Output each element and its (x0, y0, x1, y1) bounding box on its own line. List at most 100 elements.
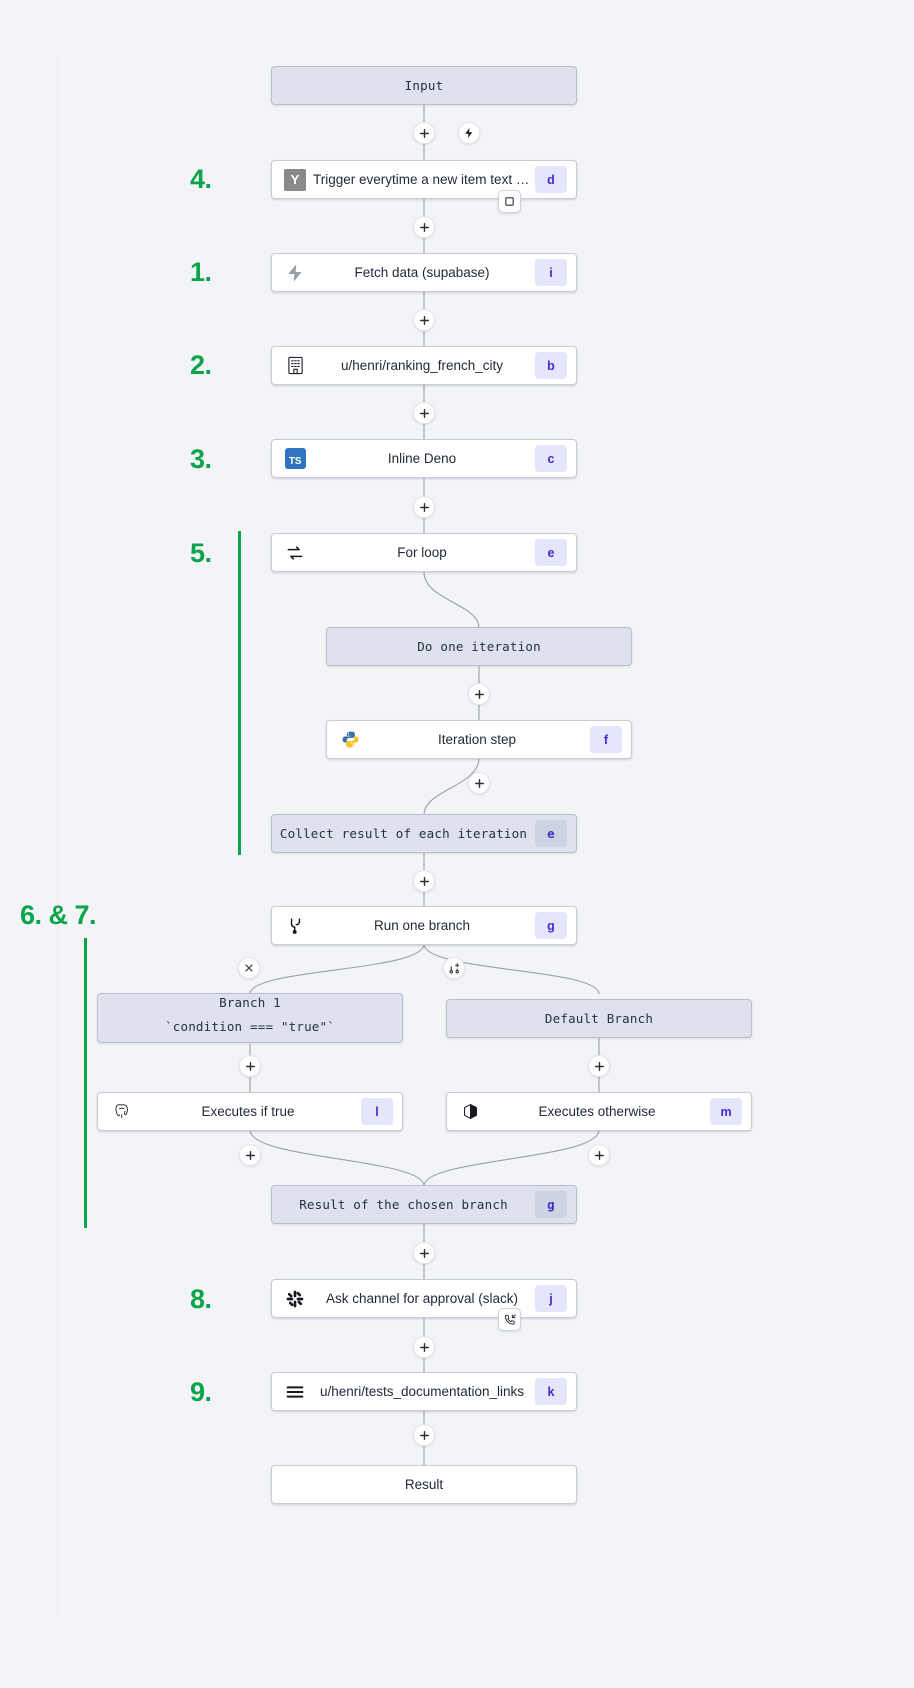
add-step-handle-input[interactable] (413, 122, 435, 144)
step-marker-6-7: 6. & 7. (20, 900, 97, 930)
node-result-label: Result (404, 1477, 444, 1492)
node-inline-deno-badge[interactable]: c (535, 445, 567, 472)
node-input[interactable]: Input (271, 66, 577, 105)
plus-icon (419, 128, 429, 138)
add-step-handle-defaultbranch[interactable] (588, 1055, 610, 1077)
node-inline-deno[interactable]: TS Inline Deno c (271, 439, 577, 478)
node-collect-result-badge[interactable]: e (535, 820, 567, 847)
node-fetch-data-label: Fetch data (supabase) (354, 265, 490, 280)
node-ask-approval-label: Ask channel for approval (slack) (325, 1291, 519, 1306)
step-marker-5: 5. (190, 538, 212, 568)
add-step-handle-iteration[interactable] (468, 683, 490, 705)
node-tests-documentation-links-badge[interactable]: k (535, 1378, 567, 1405)
node-run-one-branch[interactable]: Run one branch g (271, 906, 577, 945)
add-step-handle-trigger[interactable] (413, 216, 435, 238)
node-default-branch[interactable]: Default Branch (446, 999, 752, 1038)
plus-icon (474, 778, 484, 788)
trigger-bolt-handle[interactable] (458, 122, 480, 144)
add-branch-handle[interactable] (443, 957, 465, 979)
node-collect-result[interactable]: Collect result of each iteration e (271, 814, 577, 853)
plus-icon (419, 1248, 429, 1258)
add-step-handle-iterstep[interactable] (468, 772, 490, 794)
canvas-left-edge (57, 56, 58, 1616)
node-branch-1-title: Branch 1 (219, 995, 281, 1010)
node-collect-result-label: Collect result of each iteration (279, 826, 528, 841)
add-step-handle-docs[interactable] (413, 1424, 435, 1446)
node-tests-documentation-links[interactable]: u/henri/tests_documentation_links k (271, 1372, 577, 1411)
node-executes-if-true-label: Executes if true (201, 1104, 295, 1119)
branch-scope-bar (84, 938, 87, 1228)
add-step-handle-otherwise[interactable] (588, 1144, 610, 1166)
add-step-handle-iftrue[interactable] (239, 1144, 261, 1166)
typescript-icon: TS (281, 445, 309, 473)
delete-branch-handle[interactable] (238, 957, 260, 979)
node-ranking-french-city[interactable]: u/henri/ranking_french_city b (271, 346, 577, 385)
node-result[interactable]: Result (271, 1465, 577, 1504)
node-branch-1[interactable]: Branch 1 `condition === "true"` (97, 993, 403, 1043)
add-step-handle-ranking[interactable] (413, 402, 435, 424)
node-branch-1-condition: `condition === "true"` (165, 1019, 335, 1034)
supabase-icon (281, 259, 309, 287)
plus-icon (245, 1150, 255, 1160)
add-step-handle-approval[interactable] (413, 1336, 435, 1358)
python-icon (336, 726, 364, 754)
node-executes-otherwise[interactable]: Executes otherwise m (446, 1092, 752, 1131)
step-marker-8: 8. (190, 1284, 212, 1314)
node-input-label: Input (404, 78, 444, 93)
step-marker-1: 1. (190, 257, 212, 287)
plus-icon (419, 1430, 429, 1440)
close-icon (245, 964, 253, 972)
stop-square-icon (505, 197, 514, 206)
node-executes-if-true[interactable]: Executes if true l (97, 1092, 403, 1131)
node-result-chosen-branch[interactable]: Result of the chosen branch g (271, 1185, 577, 1224)
node-executes-if-true-badge[interactable]: l (361, 1098, 393, 1125)
docker-icon (456, 1098, 484, 1126)
node-iteration-step-badge[interactable]: f (590, 726, 622, 753)
stop-square-handle[interactable] (498, 190, 521, 213)
plus-icon (419, 502, 429, 512)
add-step-handle-branch1[interactable] (239, 1055, 261, 1077)
bolt-icon (465, 128, 473, 138)
node-for-loop-label: For loop (397, 545, 447, 560)
node-executes-otherwise-badge[interactable]: m (710, 1098, 742, 1125)
node-ranking-french-city-label: u/henri/ranking_french_city (340, 358, 504, 373)
node-for-loop[interactable]: For loop e (271, 533, 577, 572)
node-do-one-iteration-label: Do one iteration (417, 639, 541, 654)
add-step-handle-fetch[interactable] (413, 309, 435, 331)
building-icon (281, 352, 309, 380)
node-iteration-step[interactable]: Iteration step f (326, 720, 632, 759)
node-fetch-data-badge[interactable]: i (535, 259, 567, 286)
plus-icon (474, 689, 484, 699)
node-trigger-badge[interactable]: d (535, 166, 567, 193)
plus-icon (594, 1061, 604, 1071)
node-tests-documentation-links-label: u/henri/tests_documentation_links (319, 1384, 525, 1399)
phone-callback-handle[interactable] (498, 1308, 521, 1331)
add-step-handle-chosen[interactable] (413, 1242, 435, 1264)
node-ask-approval[interactable]: Ask channel for approval (slack) j (271, 1279, 577, 1318)
step-marker-9: 9. (190, 1377, 212, 1407)
plus-icon (419, 315, 429, 325)
plus-icon (419, 876, 429, 886)
plus-icon (419, 222, 429, 232)
add-step-handle-deno[interactable] (413, 496, 435, 518)
loop-scope-bar (238, 531, 241, 855)
postgres-icon (107, 1098, 135, 1126)
node-run-one-branch-badge[interactable]: g (535, 912, 567, 939)
step-marker-3: 3. (190, 444, 212, 474)
node-inline-deno-label: Inline Deno (387, 451, 457, 466)
node-default-branch-label: Default Branch (544, 1011, 654, 1026)
node-fetch-data[interactable]: Fetch data (supabase) i (271, 253, 577, 292)
yaml-icon: Y (281, 166, 309, 194)
plus-icon (245, 1061, 255, 1071)
node-run-one-branch-label: Run one branch (373, 918, 471, 933)
node-for-loop-badge[interactable]: e (535, 539, 567, 566)
node-ranking-french-city-badge[interactable]: b (535, 352, 567, 379)
node-ask-approval-badge[interactable]: j (535, 1285, 567, 1312)
node-do-one-iteration[interactable]: Do one iteration (326, 627, 632, 666)
slack-icon (281, 1285, 309, 1313)
node-trigger[interactable]: Y Trigger everytime a new item text o… d (271, 160, 577, 199)
node-result-chosen-branch-badge[interactable]: g (535, 1191, 567, 1218)
plus-icon (594, 1150, 604, 1160)
add-step-handle-collect[interactable] (413, 870, 435, 892)
